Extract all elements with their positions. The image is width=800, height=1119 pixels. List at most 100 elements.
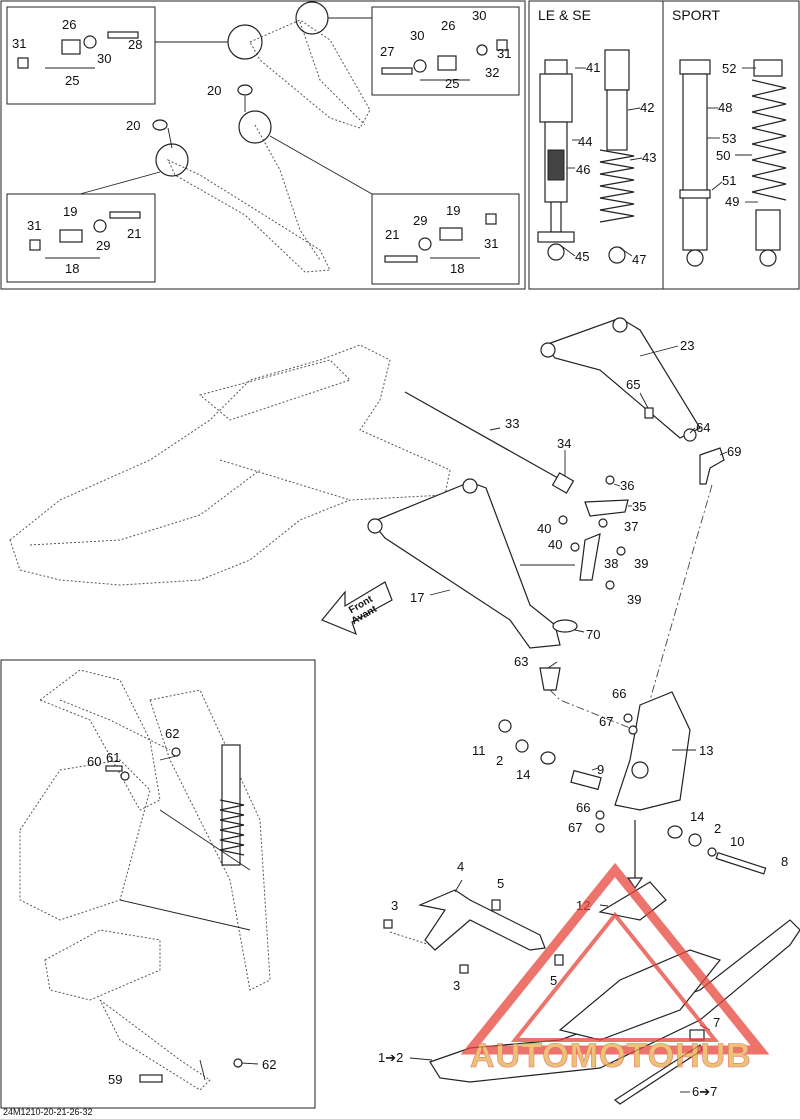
- shock-44-eye: [547, 243, 565, 261]
- callout-62: 62: [262, 1057, 276, 1072]
- nut-62-b: [233, 1058, 243, 1068]
- washer-20-lower: [152, 119, 168, 131]
- bushing-19-b: [439, 227, 463, 241]
- callout-31: 31: [27, 218, 41, 233]
- callout-67: 67: [599, 714, 613, 729]
- callout-63: 63: [514, 654, 528, 669]
- shock-48-top-cap: [679, 59, 711, 75]
- callout-41: 41: [586, 60, 600, 75]
- callout-40: 40: [548, 537, 562, 552]
- callout-20: 20: [126, 118, 140, 133]
- shock-44-label: [547, 149, 565, 181]
- callout-13: 13: [699, 743, 713, 758]
- shock-44-top-cap: [544, 59, 568, 75]
- bushing-19-a: [59, 229, 83, 243]
- callout-53: 53: [722, 131, 736, 146]
- callout-19: 19: [446, 203, 460, 218]
- callout-36: 36: [620, 478, 634, 493]
- bushing-14-b: [667, 825, 683, 839]
- top-left-frame: [0, 0, 526, 290]
- a-arm-sketches: [79, 1, 373, 273]
- nut-11: [498, 719, 512, 733]
- nut-31-a: [17, 57, 29, 69]
- bracket-35: [584, 499, 629, 517]
- callout-28: 28: [128, 37, 142, 52]
- callout-26: 26: [441, 18, 455, 33]
- callout-46: 46: [576, 162, 590, 177]
- callout-69: 69: [727, 444, 741, 459]
- lower-a-arm-17: [371, 481, 561, 649]
- callout-1-to-2: 1➔2: [378, 1050, 403, 1065]
- bolt-8: [715, 851, 767, 875]
- callout-67: 67: [568, 820, 582, 835]
- front-direction-arrow: Front Avant: [321, 581, 393, 636]
- chassis-inset: [19, 669, 271, 1091]
- callout-10: 10: [730, 834, 744, 849]
- shock-44-rod: [550, 201, 562, 233]
- callout-47: 47: [632, 252, 646, 267]
- washer-29-b: [418, 237, 432, 251]
- washer-10: [707, 847, 717, 857]
- shock-42-top: [604, 49, 630, 91]
- bolt-3-a: [383, 919, 393, 929]
- callout-9: 9: [597, 762, 604, 777]
- callout-64: 64: [696, 420, 710, 435]
- washer-20-upper: [237, 84, 253, 96]
- callout-66: 66: [576, 800, 590, 815]
- bolt-65: [644, 407, 654, 419]
- upper-a-arm-sketch: [249, 19, 371, 129]
- callout-51: 51: [722, 173, 736, 188]
- bushing-14-a: [540, 751, 556, 765]
- watermark-text: AUTOMOTOHUB: [470, 1037, 752, 1075]
- callout-29: 29: [413, 213, 427, 228]
- callout-60: 60: [87, 754, 101, 769]
- upper-a-arm-23: [544, 317, 701, 439]
- callout-19: 19: [63, 204, 77, 219]
- watermark-triangle: [460, 862, 770, 1055]
- shock-49-lower-body: [755, 209, 781, 251]
- nut-62-a: [171, 747, 181, 757]
- washer-67-a: [628, 725, 638, 735]
- bolt-5-a: [491, 899, 501, 911]
- spindle-13: [614, 691, 691, 811]
- suspension-assembly: [9, 317, 767, 890]
- callout-40: 40: [537, 521, 551, 536]
- spring-50: [751, 79, 787, 201]
- callout-35: 35: [632, 499, 646, 514]
- washer-61: [120, 771, 130, 781]
- shock-absorbers: [537, 49, 787, 267]
- callout-23: 23: [680, 338, 694, 353]
- callout-21: 21: [127, 226, 141, 241]
- washer-29-a: [93, 219, 107, 233]
- bushing-magnifier-lower-left: [155, 143, 189, 177]
- callout-61: 61: [106, 750, 120, 765]
- callout-43: 43: [642, 150, 656, 165]
- callout-66: 66: [612, 686, 626, 701]
- sleeve-9: [570, 769, 602, 791]
- bolt-27: [381, 67, 413, 75]
- callout-5: 5: [550, 973, 557, 988]
- ball-joint-64: [683, 428, 697, 442]
- bushing-magnifier-upper-left: [227, 24, 263, 60]
- shock-48-body: [682, 73, 708, 251]
- callout-39: 39: [627, 592, 641, 607]
- washer-30-b: [413, 59, 427, 73]
- callout-3: 3: [391, 898, 398, 913]
- shock-44-body-upper: [539, 73, 573, 123]
- detail-box-upper-right: [371, 6, 520, 96]
- bolt-5-b: [554, 954, 564, 966]
- nut-37: [598, 518, 608, 528]
- chassis-outline-sketch: [9, 344, 451, 586]
- shock-51-ring: [679, 189, 711, 199]
- callout-11: 11: [472, 743, 486, 758]
- washer-67-b: [595, 823, 605, 833]
- callout-34: 34: [557, 436, 571, 451]
- callout-62: 62: [165, 726, 179, 741]
- shock-49-eye: [759, 249, 777, 267]
- ball-joint-63: [539, 667, 561, 691]
- bolt-28: [107, 31, 139, 39]
- washer-2-b: [688, 833, 702, 847]
- bushing-34: [551, 472, 575, 494]
- callout-25: 25: [65, 73, 79, 88]
- callout-31: 31: [12, 36, 26, 51]
